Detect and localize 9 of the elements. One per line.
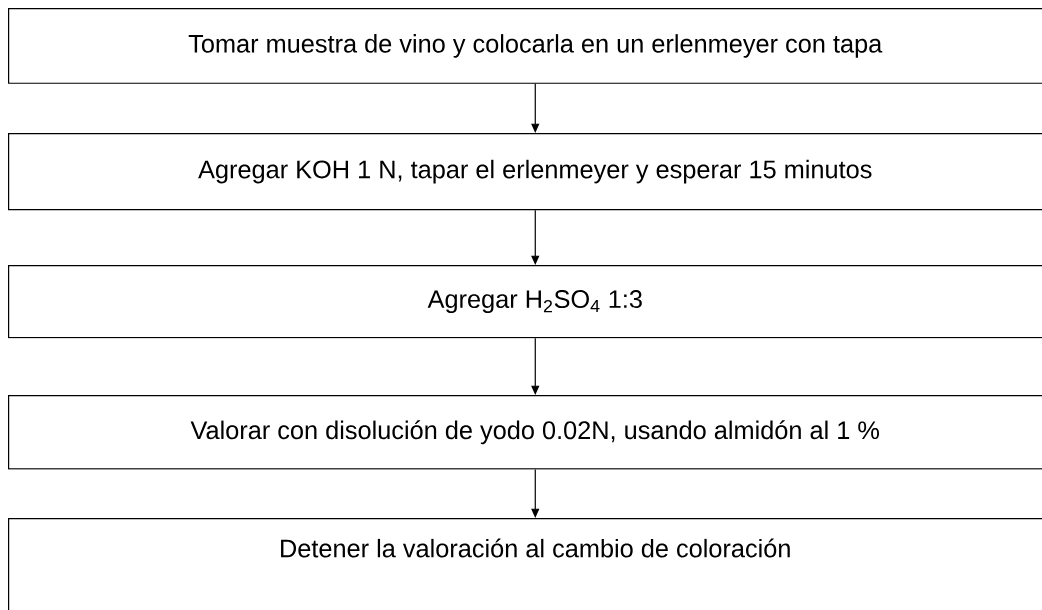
process-box: Detener la valoración al cambio de coloración	[8, 518, 1042, 610]
arrow	[531, 83, 540, 133]
arrow	[531, 337, 540, 395]
process-box: Valorar con disolución de yodo 0.02N, usando almidón al 1 %	[8, 395, 1042, 470]
process-box: Agregar KOH 1 N, tapar el erlenmeyer y esperar 15 minutos	[8, 133, 1042, 211]
arrow	[531, 209, 540, 265]
process-box: Tomar muestra de vino y colocarla en un erlenmeyer con tapa	[8, 8, 1042, 84]
arrow	[531, 468, 540, 518]
process-box: Agregar H$_{2}$SO$_{4}$ 1:3	[8, 265, 1042, 339]
